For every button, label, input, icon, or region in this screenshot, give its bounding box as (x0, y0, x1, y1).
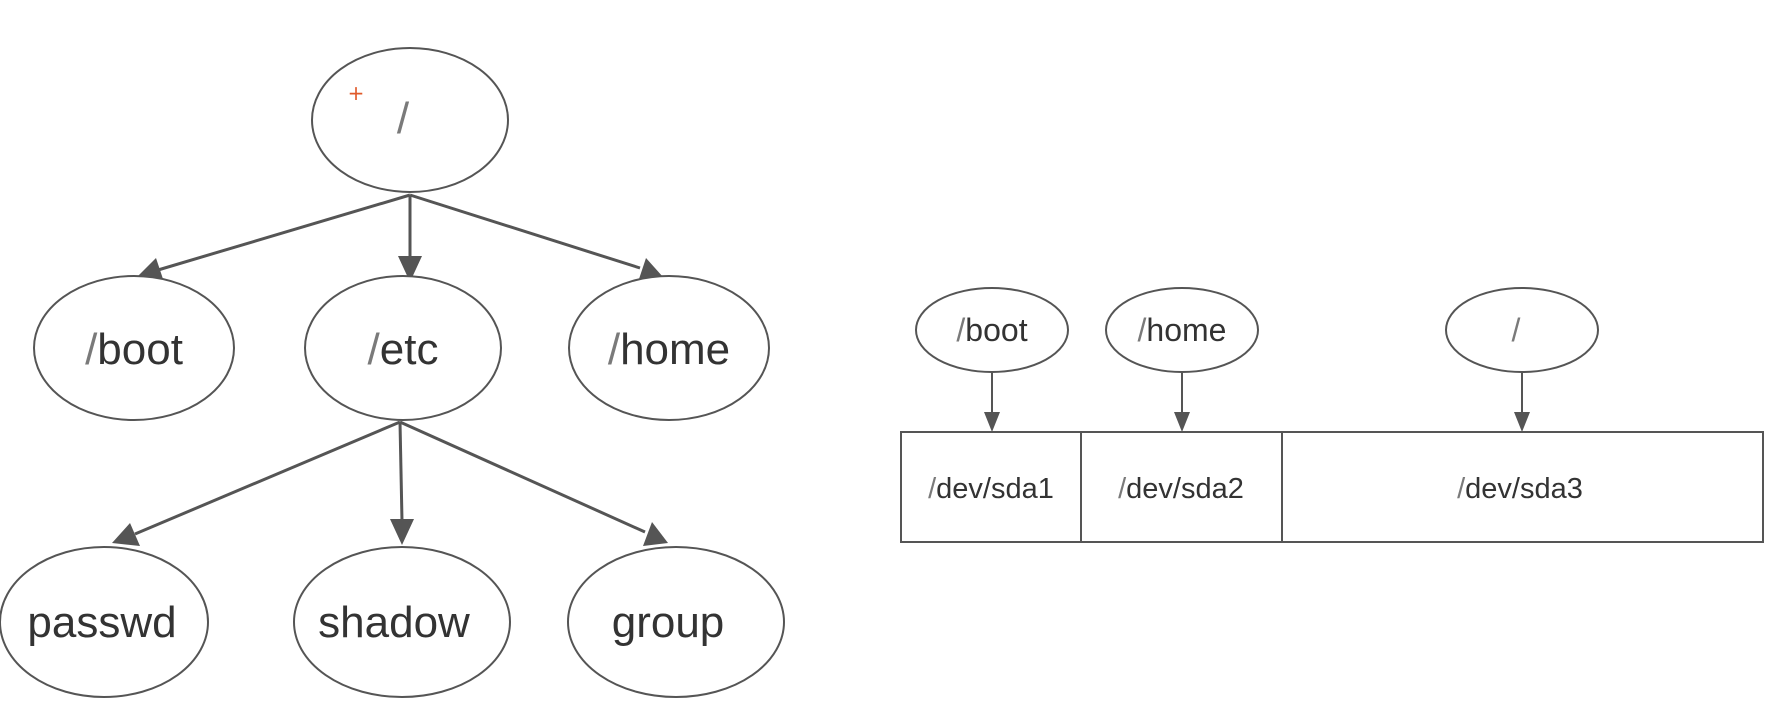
mount-node-boot-label: boot (965, 312, 1027, 348)
tree-edge-root-etc (398, 195, 422, 282)
mount-node-root: / (1445, 287, 1599, 373)
tree-node-boot: /boot (33, 275, 235, 421)
svg-text:/home: /home (608, 325, 730, 374)
partition-sda2-slash: / (1118, 473, 1127, 505)
tree-node-home-label: home (620, 325, 730, 374)
tree-edge-etc-shadow (390, 421, 414, 545)
svg-text:/dev/sda2: /dev/sda2 (1118, 473, 1244, 505)
mount-node-boot: /boot (915, 287, 1069, 373)
partition-sda1-label: dev/sda1 (936, 473, 1054, 505)
tree-node-etc: /etc (304, 275, 502, 421)
mount-node-boot-slash: / (956, 312, 965, 348)
tree-node-etc-label: etc (380, 325, 439, 374)
tree-edge-etc-passwd (112, 420, 401, 546)
mount-node-home: /home (1105, 287, 1259, 373)
mount-arrow-root (1514, 373, 1530, 432)
tree-edge-root-boot (137, 193, 411, 282)
partition-diagram: /boot /home / /dev/sda1 /dev/sda2 (900, 287, 1764, 543)
tree-node-boot-label: boot (97, 325, 183, 374)
svg-text:/boot: /boot (956, 312, 1027, 348)
tree-node-passwd: passwd (0, 546, 209, 698)
partition-sda1-slash: / (928, 473, 937, 505)
svg-text:/home: /home (1138, 312, 1227, 348)
tree-node-home-slash: / (608, 325, 621, 374)
tree-node-shadow-label: shadow (318, 598, 470, 647)
svg-text:/dev/sda3: /dev/sda3 (1457, 473, 1583, 505)
tree-node-group-label: group (612, 598, 725, 647)
svg-text:/dev/sda1: /dev/sda1 (928, 473, 1054, 505)
tree-node-boot-slash: / (85, 325, 98, 374)
svg-text:/boot: /boot (85, 325, 183, 374)
partition-sda3-label: dev/sda3 (1465, 473, 1583, 505)
mount-node-root-slash: / (1512, 312, 1521, 348)
tree-node-root: + / (311, 47, 509, 193)
mount-node-home-slash: / (1138, 312, 1147, 348)
tree-node-passwd-label: passwd (27, 598, 176, 647)
partition-strip: /dev/sda1 /dev/sda2 /dev/sda3 (900, 431, 1764, 543)
mount-arrow-boot (984, 373, 1000, 432)
partition-sda2-label: dev/sda2 (1126, 473, 1244, 505)
mount-node-home-label: home (1146, 312, 1226, 348)
tree-node-home: /home (568, 275, 770, 421)
tree-node-etc-slash: / (368, 325, 381, 374)
cursor-plus-icon: + (348, 81, 365, 105)
svg-text:/: / (397, 94, 410, 143)
tree-edge-etc-group (399, 420, 668, 546)
svg-text:/: / (1512, 312, 1521, 348)
tree-node-shadow: shadow (293, 546, 511, 698)
directory-tree: + / /boot /etc /home passw (0, 47, 785, 698)
svg-text:/etc: /etc (368, 325, 439, 374)
tree-edge-root-home (409, 193, 663, 282)
partition-sda2 (1080, 431, 1283, 543)
mount-arrow-home (1174, 373, 1190, 432)
partition-sda3-slash: / (1457, 473, 1466, 505)
partition-sda3 (1281, 431, 1764, 543)
tree-node-group: group (567, 546, 785, 698)
tree-node-root-slash: / (397, 94, 410, 143)
partition-sda1 (900, 431, 1082, 543)
